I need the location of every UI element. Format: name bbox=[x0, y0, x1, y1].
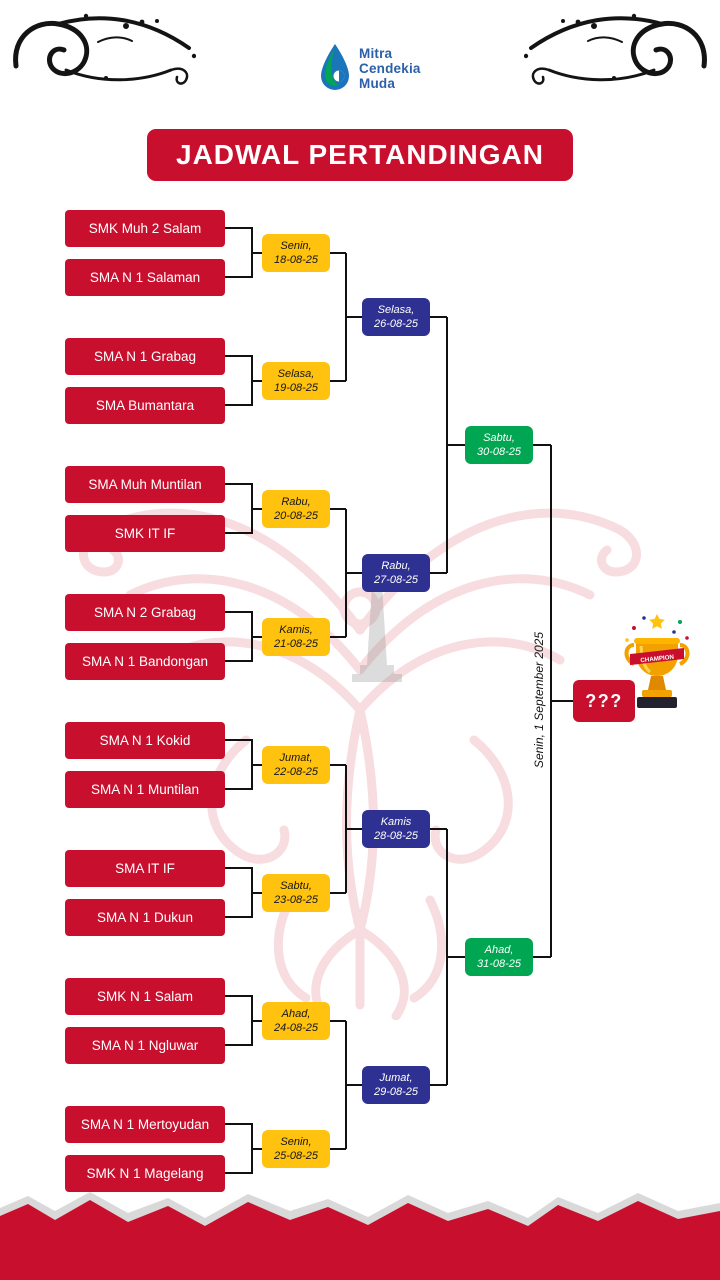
team-box: SMK IT IF bbox=[65, 515, 225, 552]
team-box: SMA N 1 Grabag bbox=[65, 338, 225, 375]
match-date: 21-08-25 bbox=[273, 638, 319, 650]
final-date-vertical: Senin, 1 September 2025 bbox=[532, 631, 546, 769]
team-box: SMA N 1 Dukun bbox=[65, 899, 225, 936]
quarterfinal-date-box: Rabu, 27-08-25 bbox=[362, 554, 430, 592]
match-date-box: Kamis, 21-08-25 bbox=[262, 618, 330, 656]
team-box: SMA IT IF bbox=[65, 850, 225, 887]
match-day: Selasa, bbox=[377, 303, 415, 316]
trophy-icon: CHAMPION bbox=[624, 614, 690, 708]
match-day: Selasa, bbox=[277, 367, 315, 380]
champion-ribbon-text: CHAMPION bbox=[640, 654, 675, 665]
team-box: SMA N 1 Mertoyudan bbox=[65, 1106, 225, 1143]
match-date: 19-08-25 bbox=[273, 382, 319, 394]
quarterfinal-date-box: Selasa, 26-08-25 bbox=[362, 298, 430, 336]
flourish-ornament-right bbox=[524, 13, 707, 85]
match-date-box: Sabtu, 23-08-25 bbox=[262, 874, 330, 912]
match-day: Senin, bbox=[280, 1135, 312, 1148]
match-date: 29-08-25 bbox=[373, 1086, 419, 1098]
match-day: Ahad, bbox=[281, 1007, 311, 1020]
match-date: 30-08-25 bbox=[476, 446, 522, 458]
match-date-box: Ahad, 24-08-25 bbox=[262, 1002, 330, 1040]
match-day: Kamis, bbox=[279, 623, 313, 636]
team-box: SMA N 1 Salaman bbox=[65, 259, 225, 296]
match-date-box: Rabu, 20-08-25 bbox=[262, 490, 330, 528]
torn-paper-edge bbox=[0, 1192, 720, 1280]
logo-line-3: Muda bbox=[359, 75, 396, 91]
match-date: 18-08-25 bbox=[273, 254, 319, 266]
match-day: Sabtu, bbox=[483, 431, 515, 444]
team-box: SMK N 1 Magelang bbox=[65, 1155, 225, 1192]
match-day: Senin, bbox=[280, 239, 312, 252]
team-box: SMA N 1 Ngluwar bbox=[65, 1027, 225, 1064]
flourish-ornament-left bbox=[13, 13, 196, 85]
match-date-box: Selasa, 19-08-25 bbox=[262, 362, 330, 400]
match-day: Ahad, bbox=[484, 943, 514, 956]
match-day: Kamis bbox=[380, 815, 412, 828]
match-date: 31-08-25 bbox=[476, 958, 522, 970]
team-box: SMA Muh Muntilan bbox=[65, 466, 225, 503]
semifinal-date-box: Sabtu, 30-08-25 bbox=[465, 426, 533, 464]
team-box: SMK Muh 2 Salam bbox=[65, 210, 225, 247]
semifinal-date-box: Ahad, 31-08-25 bbox=[465, 938, 533, 976]
match-date: 27-08-25 bbox=[373, 574, 419, 586]
match-day: Sabtu, bbox=[280, 879, 312, 892]
water-drop-icon bbox=[321, 44, 349, 90]
garuda-ornament-watermark bbox=[79, 508, 641, 1020]
team-box: SMA N 1 Muntilan bbox=[65, 771, 225, 808]
match-date: 28-08-25 bbox=[373, 830, 419, 842]
match-day: Rabu, bbox=[381, 559, 411, 572]
match-date: 23-08-25 bbox=[273, 894, 319, 906]
match-date: 25-08-25 bbox=[273, 1150, 319, 1162]
team-box: SMA N 2 Grabag bbox=[65, 594, 225, 631]
match-date: 26-08-25 bbox=[373, 318, 419, 330]
team-box: SMK N 1 Salam bbox=[65, 978, 225, 1015]
team-box: SMA N 1 Kokid bbox=[65, 722, 225, 759]
quarterfinal-date-box: Kamis 28-08-25 bbox=[362, 810, 430, 848]
logo: Mitra Cendekia Muda bbox=[318, 42, 421, 94]
match-day: Jumat, bbox=[379, 1071, 413, 1084]
match-day: Jumat, bbox=[279, 751, 313, 764]
logo-line-1: Mitra bbox=[359, 45, 393, 61]
match-day: Rabu, bbox=[281, 495, 311, 508]
champion-placeholder-box: ??? bbox=[573, 680, 635, 722]
quarterfinal-date-box: Jumat, 29-08-25 bbox=[362, 1066, 430, 1104]
logo-line-2: Cendekia bbox=[359, 60, 421, 76]
match-date: 22-08-25 bbox=[273, 766, 319, 778]
team-box: SMA Bumantara bbox=[65, 387, 225, 424]
match-date-box: Senin, 18-08-25 bbox=[262, 234, 330, 272]
match-date-box: Jumat, 22-08-25 bbox=[262, 746, 330, 784]
team-box: SMA N 1 Bandongan bbox=[65, 643, 225, 680]
page-title: JADWAL PERTANDINGAN bbox=[147, 129, 573, 181]
match-date-box: Senin, 25-08-25 bbox=[262, 1130, 330, 1168]
confetti bbox=[625, 614, 689, 642]
match-date: 20-08-25 bbox=[273, 510, 319, 522]
match-date: 24-08-25 bbox=[273, 1022, 319, 1034]
logo-text: Mitra Cendekia Muda bbox=[359, 46, 421, 91]
